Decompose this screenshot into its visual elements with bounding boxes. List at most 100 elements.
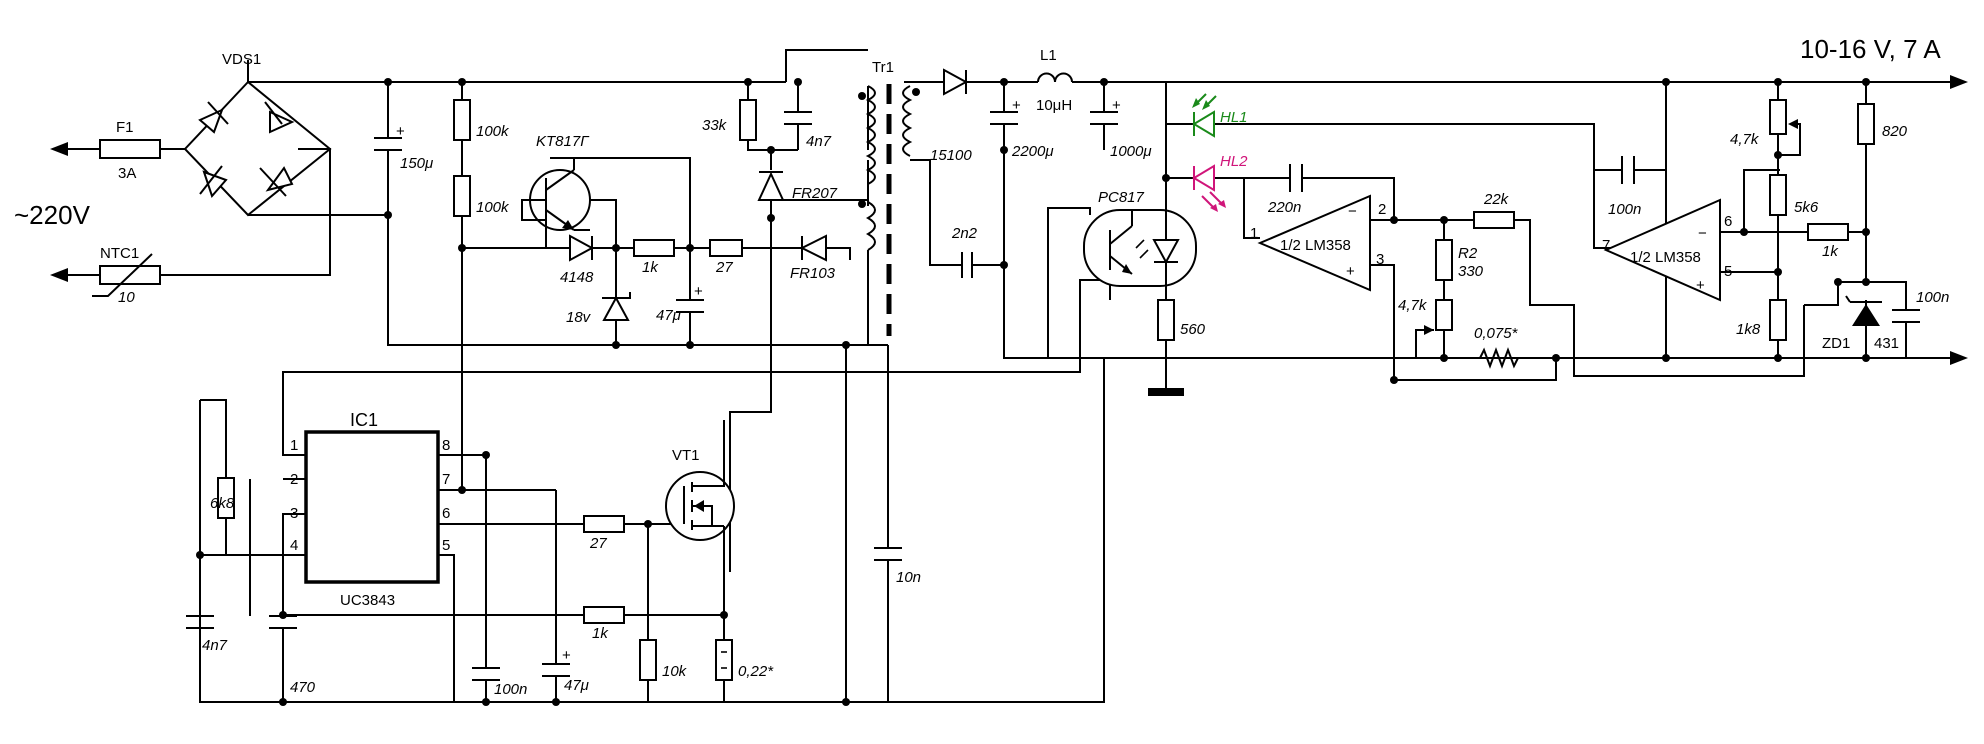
capacitor-4n7-b: [186, 615, 214, 702]
label-f1-value: 3A: [118, 165, 136, 182]
ic-pin-7: 7: [442, 471, 450, 488]
label-100n-a: 100n: [1608, 201, 1641, 218]
label-18v: 18v: [566, 309, 592, 326]
capacitor-100n-a: [1621, 156, 1635, 184]
resistor-33k: [739, 99, 757, 141]
thermistor-ntc1: [92, 253, 161, 297]
label-100n-b: 100n: [1916, 289, 1949, 306]
pin-6: 6: [1724, 213, 1732, 230]
capacitor-2n2: [961, 252, 973, 278]
resistor-100k-a: [453, 99, 471, 141]
inductor-l1: [1037, 72, 1073, 83]
ic-pin-6: 6: [442, 505, 450, 522]
capacitor-100n-c: [472, 667, 500, 681]
resistor-22k: [1473, 211, 1515, 229]
resistor-6k8: [217, 477, 235, 519]
zener-18v: [602, 292, 631, 321]
label-shunt: 0,075*: [1474, 325, 1519, 342]
pin-1: 1: [1250, 225, 1258, 242]
ic-pin-5: 5: [442, 537, 450, 554]
pin-5: 5: [1724, 263, 1732, 280]
label-0-22: 0,22*: [738, 663, 774, 680]
label-ntc1-value: 10: [118, 289, 135, 306]
plus-2200u: +: [1012, 97, 1021, 114]
label-l1: L1: [1040, 47, 1057, 64]
label-1k-a: 1k: [642, 259, 659, 276]
svg-text:+: +: [1346, 263, 1355, 280]
diode-4148: [569, 234, 595, 262]
output-label: 10-16 V, 7 A: [1800, 34, 1941, 64]
resistor-0-22: [715, 639, 733, 681]
led-hl1: [1192, 93, 1217, 138]
transistor-kt817: [521, 158, 591, 248]
label-33k: 33k: [702, 117, 728, 134]
capacitor-220n: [1289, 164, 1303, 192]
pin-2: 2: [1378, 201, 1386, 218]
mains-label: ~220V: [14, 200, 91, 230]
label-5k6: 5k6: [1794, 199, 1819, 216]
label-10n: 10n: [896, 569, 921, 586]
label-100n-c: 100n: [494, 681, 527, 698]
plus-47u-b: +: [562, 647, 571, 664]
label-ic1: IC1: [350, 410, 378, 430]
label-10k: 10k: [662, 663, 688, 680]
diode-fr103: [778, 234, 827, 262]
controller-ic1: [304, 430, 440, 584]
led-hl2: [1192, 164, 1226, 212]
label-vds1: VDS1: [222, 51, 261, 68]
label-4n7-b: 4n7: [202, 637, 228, 654]
optocoupler-pc817: [1083, 209, 1197, 287]
resistor-10k: [639, 639, 657, 681]
label-47u-b: 47μ: [564, 677, 589, 694]
ground-symbol: [1148, 388, 1184, 396]
svg-text:−: −: [1348, 203, 1357, 220]
plus-150u: +: [396, 123, 405, 140]
labels: 10-16 V, 7 A ~220V VDS1 F1 3A NTC1 10 15…: [14, 34, 1949, 698]
label-1k8: 1k8: [1736, 321, 1761, 338]
mosfet-vt1: [665, 420, 735, 541]
label-hl1: HL1: [1220, 109, 1248, 126]
capacitor-150u: [374, 137, 402, 151]
label-pc817: PC817: [1098, 189, 1145, 206]
label-2200u: 2200μ: [1011, 143, 1054, 160]
capacitor-10n: [874, 547, 902, 561]
resistor-27-b: [583, 515, 625, 533]
label-470: 470: [290, 679, 316, 696]
resistor-r2-330: [1435, 239, 1453, 281]
pin-7: 7: [1602, 237, 1610, 254]
label-hl2: HL2: [1220, 153, 1248, 170]
label-6k8: 6k8: [210, 495, 235, 512]
label-1k-b: 1k: [1822, 243, 1839, 260]
label-lm358-b: 1/2 LM358: [1630, 249, 1701, 266]
capacitor-470: [269, 615, 297, 629]
capacitor-4n7-a: [784, 111, 812, 125]
resistor-1k-a: [633, 239, 675, 257]
opamp-lm358-b: − +: [1603, 198, 1721, 302]
plus-47u-a: +: [694, 283, 703, 300]
diode-fr207: [757, 171, 785, 201]
label-4148: 4148: [560, 269, 594, 286]
resistor-560: [1157, 299, 1175, 341]
label-100k-b: 100k: [476, 199, 510, 216]
resistor-shunt-0-075: [1462, 347, 1530, 369]
label-zd1-value: 431: [1874, 335, 1899, 352]
label-r2-value: 330: [1458, 263, 1484, 280]
label-27-b: 27: [589, 535, 607, 552]
label-ntc1: NTC1: [100, 245, 139, 262]
label-820: 820: [1882, 123, 1908, 140]
capacitor-1000u: [1090, 111, 1118, 125]
label-220n: 220n: [1267, 199, 1301, 216]
label-pot-4-7k-a: 4,7k: [1398, 297, 1428, 314]
potentiometer-4-7k-a: [1424, 299, 1453, 335]
junctions: [196, 78, 1870, 706]
ic-pin-2: 2: [290, 471, 298, 488]
ic-pin-8: 8: [442, 437, 450, 454]
resistor-100k-b: [453, 175, 471, 217]
fuse-f1: [99, 139, 161, 159]
label-kt817: KT817Г: [536, 133, 590, 150]
label-vt1: VT1: [672, 447, 700, 464]
bridge-rectifier-vds1: [183, 60, 332, 217]
ic-pin-1: 1: [290, 437, 298, 454]
label-1k-c: 1k: [592, 625, 609, 642]
